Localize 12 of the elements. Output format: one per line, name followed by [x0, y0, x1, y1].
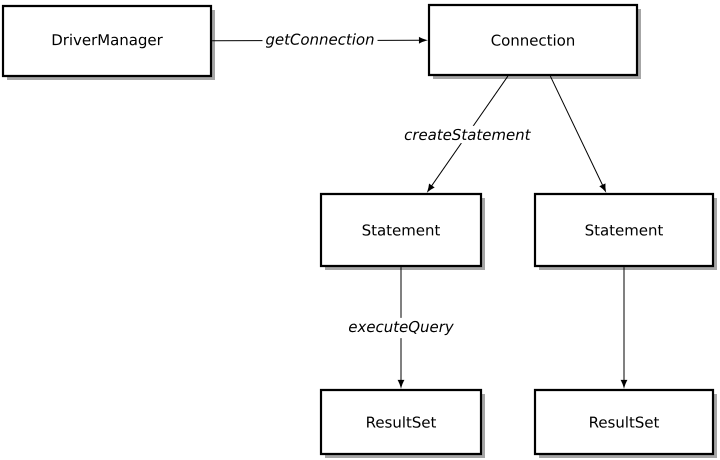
arrow: [550, 76, 606, 192]
arrow: [620, 266, 628, 388]
process-box: ResultSet: [534, 388, 717, 458]
process-box: Statement: [534, 192, 717, 270]
arrow: [427, 76, 508, 192]
process-box: Statement: [320, 192, 485, 270]
edge-label: executeQuery: [345, 318, 457, 338]
edge-label: createStatement: [401, 126, 534, 144]
process-box: Connection: [428, 4, 641, 79]
process-box: ResultSet: [320, 388, 485, 458]
edge-label: getConnection: [262, 30, 378, 51]
process-box: DriverManager: [2, 4, 215, 80]
